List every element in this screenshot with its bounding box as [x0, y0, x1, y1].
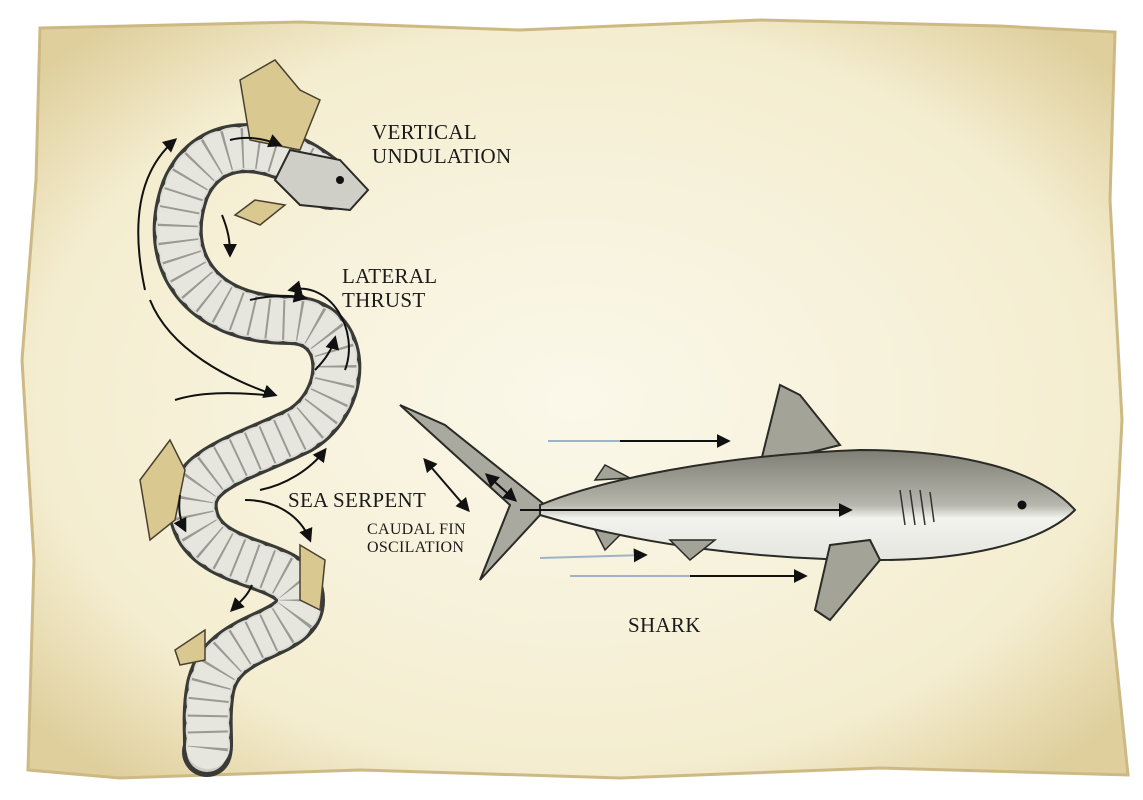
label-vertical-undulation: VERTICAL UNDULATION — [372, 120, 512, 168]
shark-eye — [1017, 500, 1027, 510]
shark-pelvic-fin — [668, 539, 718, 562]
serpent-tail-fin — [174, 628, 206, 666]
shark-anal-fin — [593, 528, 622, 552]
serpent-crest-fin — [239, 59, 321, 151]
label-line: UNDULATION — [372, 143, 512, 168]
label-caudal-fin-oscilation: CAUDAL FIN OSCILATION — [367, 521, 466, 557]
shark-body — [539, 448, 1077, 562]
shark-drawing — [399, 383, 1077, 622]
label-sea-serpent: SEA SERPENT — [288, 488, 427, 512]
shark-second-dorsal — [593, 464, 633, 481]
label-lateral-thrust: LATERAL THRUST — [342, 264, 438, 312]
label-line: THRUST — [342, 287, 426, 312]
shark-motion-arrows — [423, 434, 853, 583]
parchment-background — [20, 18, 1130, 780]
label-line: CAUDAL FIN — [367, 521, 466, 538]
label-line: VERTICAL — [372, 120, 477, 144]
serpent-head — [273, 148, 370, 212]
serpent-lower-fin — [299, 543, 326, 612]
label-shark: SHARK — [628, 613, 701, 637]
sea-serpent-drawing — [139, 59, 370, 777]
serpent-gill-fin — [233, 199, 287, 226]
label-line: LATERAL — [342, 264, 438, 288]
serpent-side-fin — [139, 438, 186, 542]
shark-pectoral-fin — [813, 538, 882, 622]
label-line: OSCILATION — [367, 538, 465, 556]
serpent-motion-arrows — [137, 134, 350, 612]
